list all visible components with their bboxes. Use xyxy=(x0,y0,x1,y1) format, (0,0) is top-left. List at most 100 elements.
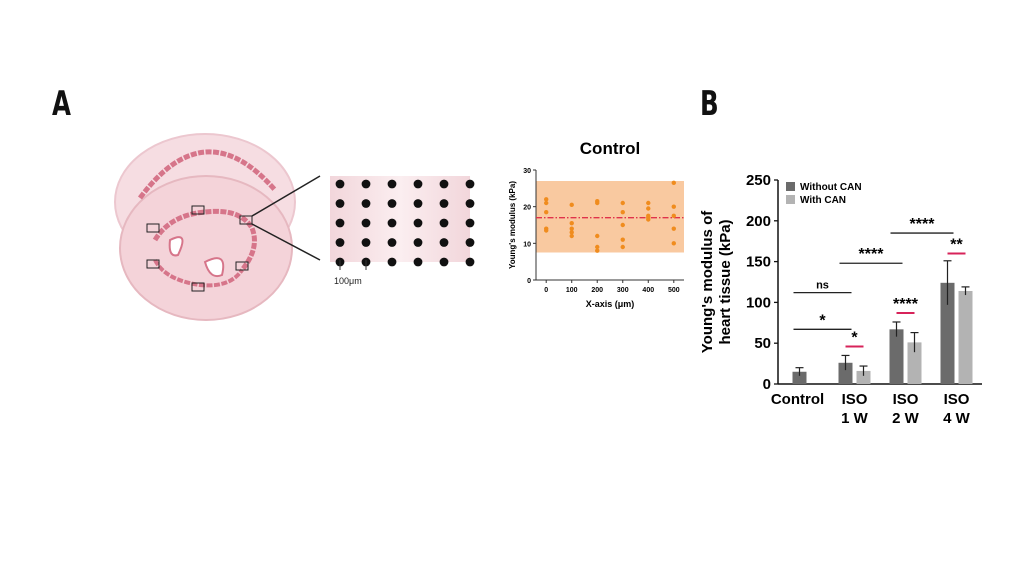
y-axis-label-line2: heart tissue (kPa) xyxy=(717,219,734,344)
x-tick-label: 300 xyxy=(617,287,629,294)
measurement-dot xyxy=(413,218,423,228)
x-tick-label: ISO xyxy=(893,391,919,408)
bar xyxy=(889,329,904,384)
measurement-points xyxy=(335,179,475,267)
bar xyxy=(940,282,955,384)
significance-label: **** xyxy=(893,296,919,313)
measurement-dot xyxy=(335,199,345,208)
measurement-dot xyxy=(387,199,397,208)
measurement-dot xyxy=(387,238,397,247)
data-point xyxy=(671,226,676,231)
measurement-dot xyxy=(335,179,345,189)
panel-label-a: A xyxy=(52,84,71,124)
sample-region-box xyxy=(146,223,160,233)
measurement-dot-grid: 100μm xyxy=(330,176,475,286)
measurement-dot xyxy=(335,218,345,228)
data-point xyxy=(569,220,574,226)
measurement-dot xyxy=(439,238,449,247)
sample-region-box xyxy=(191,205,205,215)
data-point xyxy=(671,204,676,209)
data-point xyxy=(544,197,549,202)
sample-region-box xyxy=(235,261,249,271)
scale-bar-label: 100μm xyxy=(334,276,362,286)
data-point xyxy=(544,209,549,215)
x-tick-label: 200 xyxy=(591,287,603,294)
measurement-dot xyxy=(465,218,475,228)
y-tick-label: 50 xyxy=(754,335,771,352)
measurement-dot xyxy=(361,218,371,228)
bar xyxy=(838,362,853,384)
measurement-dot xyxy=(335,238,345,247)
y-tick-label: 150 xyxy=(746,254,771,271)
significance-label: **** xyxy=(859,246,885,263)
measurement-dot xyxy=(413,179,423,189)
zoom-line xyxy=(251,223,321,261)
x-axis-label: X-axis (μm) xyxy=(586,299,635,309)
data-point xyxy=(620,222,625,228)
legend-swatch xyxy=(786,195,795,204)
data-point xyxy=(646,217,651,222)
right-ventricle-muscle-band xyxy=(137,149,277,200)
data-point xyxy=(544,200,549,206)
data-point xyxy=(671,241,676,246)
measurement-dot xyxy=(387,257,397,267)
chart-title: Control xyxy=(580,139,640,158)
data-point xyxy=(595,244,600,250)
x-tick-label: ISO xyxy=(842,391,868,408)
legend-label: With CAN xyxy=(800,195,846,206)
measurement-dot xyxy=(413,238,423,247)
data-point xyxy=(595,248,600,253)
septum-muscle-band xyxy=(152,208,257,272)
data-point xyxy=(569,233,574,239)
measurement-dot xyxy=(439,199,449,208)
measurement-dot xyxy=(465,257,475,267)
measurement-dot xyxy=(387,179,397,189)
y-tick-label: 20 xyxy=(523,205,531,212)
data-point xyxy=(620,244,625,250)
x-tick-label: 500 xyxy=(668,287,680,294)
significance-label: ns xyxy=(816,280,829,292)
data-point xyxy=(595,233,600,239)
inner-wall-muscle-band xyxy=(153,259,244,288)
data-point xyxy=(620,237,625,242)
range-band xyxy=(536,181,684,253)
bar xyxy=(958,290,973,384)
x-tick-label: 1 W xyxy=(841,410,869,427)
data-point xyxy=(569,202,574,208)
papillary-muscle xyxy=(168,236,184,257)
sample-region-box xyxy=(239,215,253,225)
measurement-dot xyxy=(413,199,423,208)
data-point xyxy=(646,200,651,206)
y-tick-label: 250 xyxy=(746,172,771,189)
measurement-dot xyxy=(439,257,449,267)
x-tick-label: 100 xyxy=(566,287,578,294)
measurement-dot xyxy=(361,199,371,208)
measurement-dot xyxy=(413,257,423,267)
papillary-muscle xyxy=(203,257,225,278)
x-tick-label: 2 W xyxy=(892,410,920,427)
y-axis-label: Young's modulus (kPa) xyxy=(508,181,517,269)
data-point xyxy=(671,213,676,219)
significance-label: * xyxy=(819,312,826,329)
x-tick-label: ISO xyxy=(944,391,970,408)
left-ventricle-wall xyxy=(119,175,293,321)
zoom-line xyxy=(251,175,321,217)
measurement-dot xyxy=(439,218,449,228)
data-point xyxy=(569,226,574,231)
data-point xyxy=(544,228,549,233)
y-tick-label: 0 xyxy=(527,278,531,285)
x-tick-label: 0 xyxy=(544,287,548,294)
data-point xyxy=(671,180,676,186)
measurement-dot xyxy=(361,179,371,189)
x-tick-label: 400 xyxy=(642,287,654,294)
bar xyxy=(856,370,871,384)
x-tick-label: Control xyxy=(771,391,824,408)
y-tick-label: 100 xyxy=(746,294,771,311)
y-tick-label: 30 xyxy=(523,168,531,175)
measurement-dot xyxy=(439,179,449,189)
data-point xyxy=(595,200,600,206)
sample-region-box xyxy=(146,259,160,269)
measurement-dot xyxy=(465,238,475,247)
